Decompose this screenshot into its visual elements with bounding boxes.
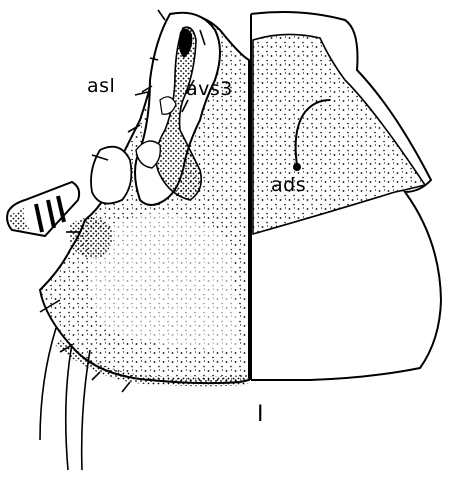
segmented-appendage xyxy=(7,182,79,236)
label-asl: asl xyxy=(87,77,115,96)
label-avs3: avs3 xyxy=(186,80,233,99)
figure-number: I xyxy=(257,404,264,426)
dorsal-stippled-area xyxy=(253,34,425,234)
ads-seta-base xyxy=(293,163,301,171)
label-ads: ads xyxy=(271,176,306,195)
lateral-lobe xyxy=(91,147,131,204)
